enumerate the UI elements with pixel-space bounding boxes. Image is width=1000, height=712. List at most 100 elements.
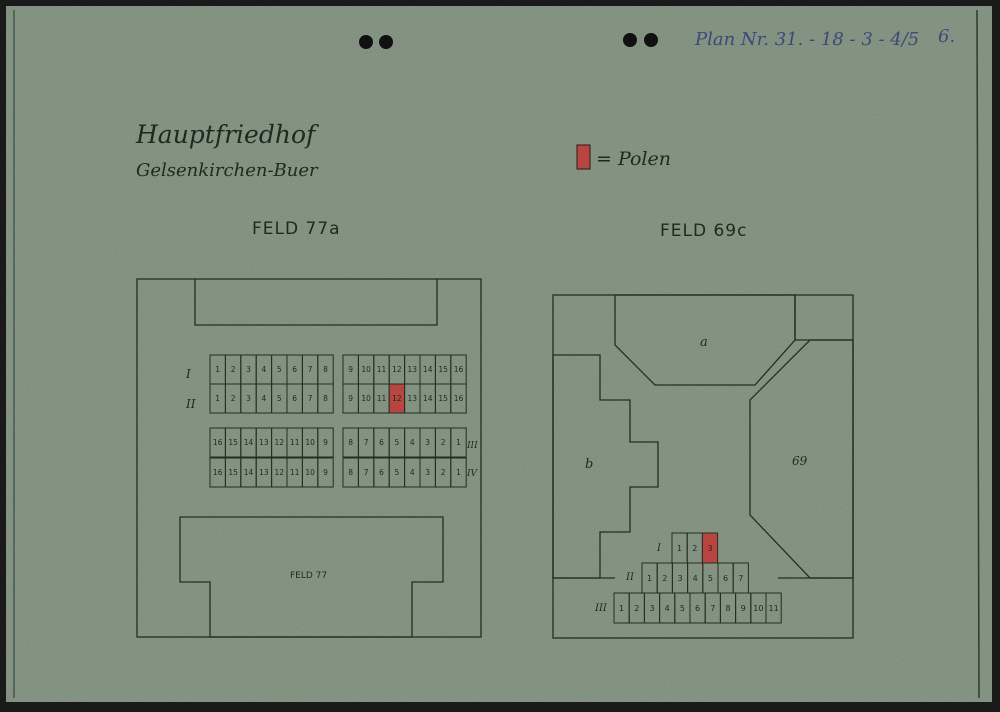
grave-number: 14 [423,365,433,374]
grave-number: 4 [410,438,415,447]
grave-number: 13 [408,394,418,403]
grave-number: 3 [425,438,430,447]
grave-number: 3 [649,604,654,613]
row-label-IV: IV [466,469,479,479]
grave-number: 14 [423,394,433,403]
grave-number: 3 [246,394,251,403]
grave-number: 14 [244,438,254,447]
row-label-I: I [656,543,662,554]
grave-number: 6 [379,468,384,477]
legend: = Polen [576,144,671,170]
grave-number: 5 [708,574,713,583]
area-a-label: a [700,335,708,350]
feld-77-label: FELD 77 [290,571,327,581]
grave-number: 8 [348,468,353,477]
grave-number: 11 [769,604,779,613]
grave-number: 4 [262,394,267,403]
grave-number: 4 [665,604,670,613]
grave-number: 16 [213,438,223,447]
grave-number: 14 [244,468,254,477]
grave-number: 4 [262,365,267,374]
grave-number: 7 [308,365,313,374]
grave-number: 3 [246,365,251,374]
right-margin-line [976,9,980,699]
grave-number: 6 [292,365,297,374]
feld-77a-title: FELD 77a [252,219,341,239]
grave-number: 2 [231,365,236,374]
grave-number: 11 [290,438,300,447]
punch-hole [644,33,658,47]
grave-number: 9 [741,604,746,613]
grave-number: 11 [290,468,300,477]
grave-plot [317,457,334,488]
grave-number: 2 [662,574,667,583]
area-69-label: 69 [792,454,808,468]
grave-number: 1 [215,394,220,403]
row-label-III: III [594,603,608,614]
grave-number: 8 [348,438,353,447]
grave-number: 1 [456,438,461,447]
grave-number: 7 [738,574,743,583]
grave-number: 7 [710,604,715,613]
grave-number: 5 [277,365,282,374]
grave-number: 1 [215,365,220,374]
sheet-number: 6. [938,26,955,47]
grave-number: 11 [377,365,387,374]
grave-number: 1 [647,574,652,583]
grave-plot [765,592,782,624]
grave-number: 12 [275,468,285,477]
row-label-III: III [466,441,478,451]
grave-number: 7 [364,438,369,447]
grave-number: 4 [410,468,415,477]
grave-number: 12 [392,365,402,374]
grave-number: 1 [619,604,624,613]
legend-swatch [576,144,591,170]
grave-number: 9 [323,468,328,477]
grave-plot [317,383,334,414]
grave-plot [450,427,467,458]
grave-number: 5 [680,604,685,613]
grave-number: 1 [456,468,461,477]
grave-number: 4 [693,574,698,583]
grave-number: 7 [364,468,369,477]
grave-number: 8 [725,604,730,613]
grave-number: 5 [395,438,400,447]
punch-hole [379,35,393,49]
punch-hole [623,33,637,47]
feld-69-title: FELD 69c [660,221,747,241]
grave-number: 3 [677,574,682,583]
grave-number: 2 [231,394,236,403]
grave-number: 15 [228,438,238,447]
grave-number: 3 [707,544,712,553]
grave-number: 2 [441,438,446,447]
feld-77a-top-structure [194,279,438,326]
grave-number: 2 [634,604,639,613]
grave-number: 10 [753,604,763,613]
grave-number: 6 [695,604,700,613]
grave-number: 12 [275,438,285,447]
grave-number: 8 [323,394,328,403]
row-label-II: II [625,572,635,583]
grave-plot [450,457,467,488]
grave-number: 8 [323,365,328,374]
punch-hole [359,35,373,49]
grave-number: 15 [438,365,448,374]
paper-texture [6,6,992,702]
archive-reference: Plan Nr. 31. - 18 - 3 - 4/5 [694,29,919,50]
grave-number: 9 [348,365,353,374]
cemetery-location: Gelsenkirchen-Buer [136,160,319,181]
cemetery-name: Hauptfriedhof [135,120,319,149]
punch-holes [359,33,658,49]
grave-plot [450,383,467,414]
grave-number: 6 [723,574,728,583]
grave-number: 16 [213,468,223,477]
grave-plot [317,427,334,458]
grave-number: 15 [228,468,238,477]
grave-number: 2 [441,468,446,477]
grave-number: 16 [454,394,464,403]
grave-number: 16 [454,365,464,374]
